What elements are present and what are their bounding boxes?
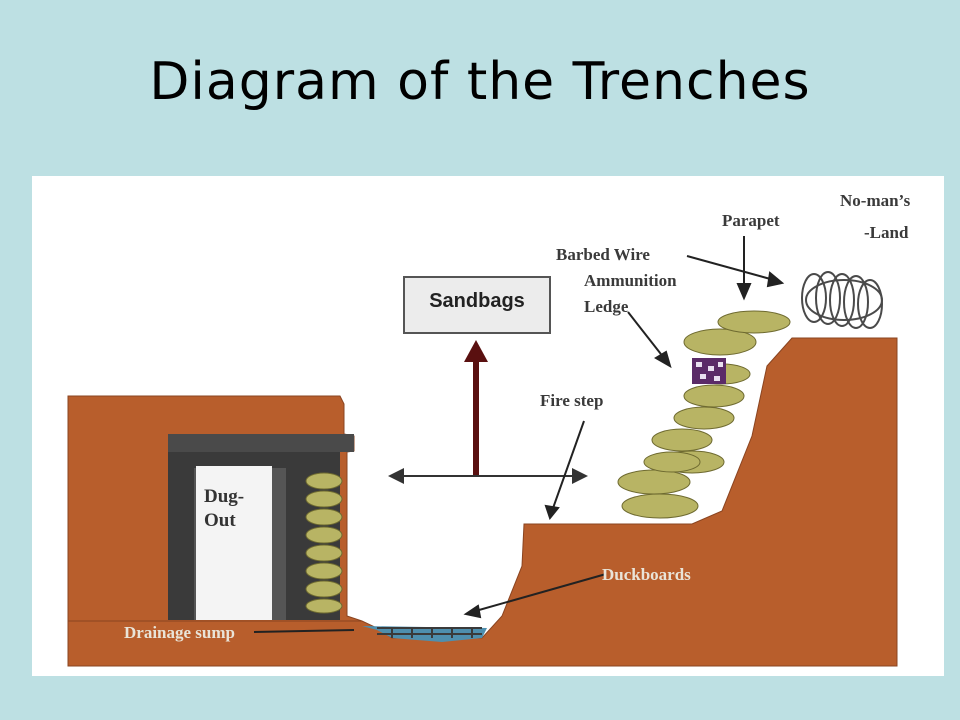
pointer-arrows — [253, 236, 785, 633]
duckboards-label: Duckboards — [602, 565, 691, 584]
page-title: Diagram of the Trenches — [149, 52, 811, 112]
parapet-label: Parapet — [722, 211, 780, 230]
fire-step-label: Fire step — [540, 391, 603, 410]
trench-diagram-panel: Dug- Out — [32, 176, 944, 676]
sandbag-stack-left — [305, 472, 343, 614]
barbed-wire-label: Barbed Wire — [556, 245, 650, 264]
drainage-sump-label: Drainage sump — [124, 623, 235, 642]
ammunition-label: Ammunition — [584, 271, 677, 290]
no-mans-land-label-line1: No-man’s — [840, 191, 911, 210]
trench-diagram: Dug- Out — [67, 191, 911, 667]
no-mans-land-label-line2: -Land — [864, 223, 909, 242]
dugout-label-line1: Dug- — [204, 486, 244, 507]
dugout-roof-bar — [168, 434, 354, 452]
ammunition-pattern — [696, 362, 723, 381]
duckboards — [377, 627, 482, 638]
sandbags-label: Sandbags — [429, 290, 525, 312]
trench-width-arrow-right — [572, 468, 588, 484]
trench-width-arrow-left — [388, 468, 404, 484]
dugout-label-line2: Out — [204, 510, 236, 531]
dugout-door — [196, 466, 272, 620]
sandbags-sign — [403, 276, 551, 334]
ledge-label: Ledge — [584, 297, 629, 316]
sandbags-arrow-head — [464, 340, 488, 362]
barbed-wire-coil — [801, 271, 883, 329]
